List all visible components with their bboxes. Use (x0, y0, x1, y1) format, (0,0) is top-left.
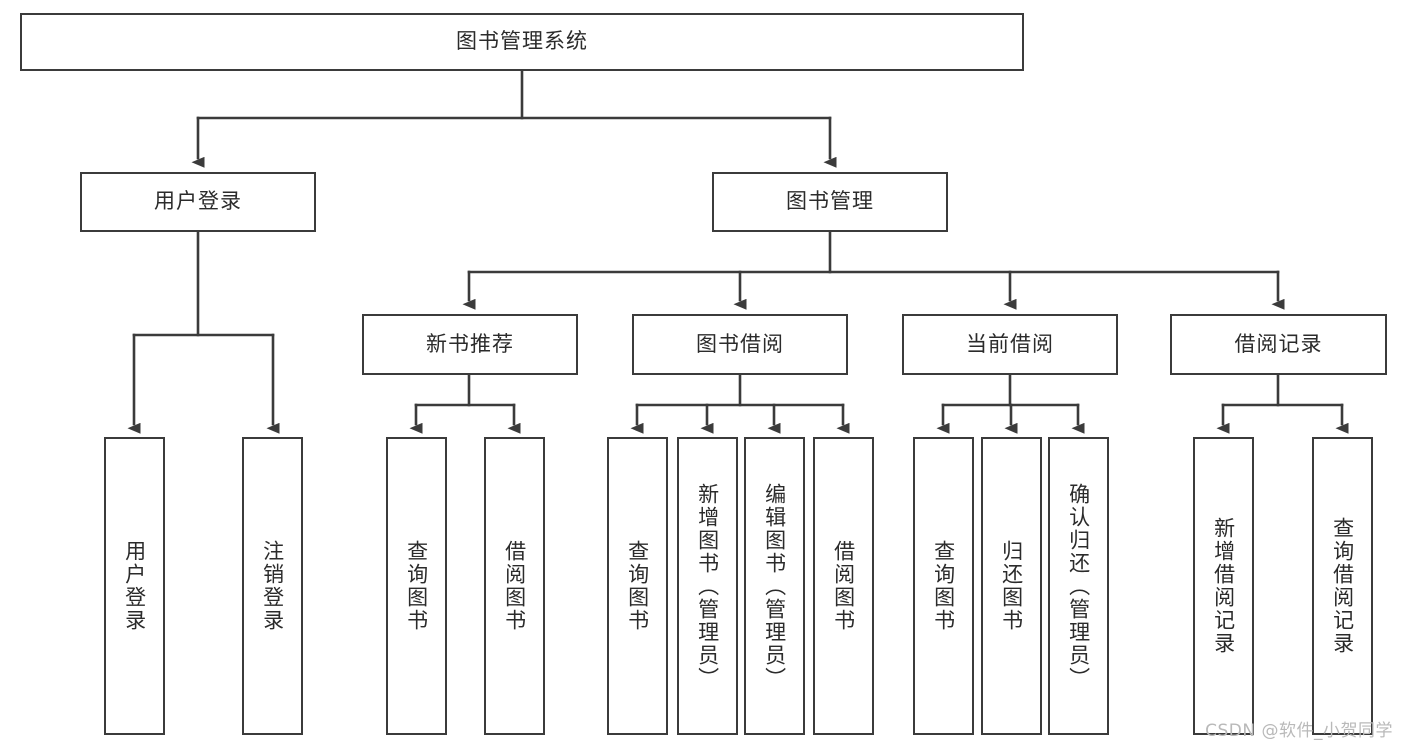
node-leaf-query-borrow-record[interactable]: 查询借阅记录 (1312, 437, 1373, 735)
node-borrow-record[interactable]: 借阅记录 (1170, 314, 1387, 375)
csdn-watermark: CSDN @软件_小贺同学 (1205, 721, 1393, 741)
node-user-login[interactable]: 用户登录 (80, 172, 316, 232)
node-leaf-query-book-borrow-label: 查询图书 (625, 540, 650, 632)
node-leaf-query-book-new-label: 查询图书 (404, 540, 429, 632)
node-root-label: 图书管理系统 (456, 29, 588, 54)
node-current-borrow-label: 当前借阅 (966, 331, 1054, 356)
node-leaf-borrow-book-new-label: 借阅图书 (502, 540, 527, 632)
node-book-borrow[interactable]: 图书借阅 (632, 314, 848, 375)
node-leaf-confirm-return-admin[interactable]: 确认归还（管理员） (1048, 437, 1109, 735)
node-leaf-query-book-borrow[interactable]: 查询图书 (607, 437, 668, 735)
node-root[interactable]: 图书管理系统 (20, 13, 1024, 71)
node-leaf-add-book-admin[interactable]: 新增图书（管理员） (677, 437, 738, 735)
node-new-book-recommend-label: 新书推荐 (426, 331, 514, 356)
node-leaf-add-book-admin-label: 新增图书（管理员） (695, 482, 720, 690)
node-leaf-user-login[interactable]: 用户登录 (104, 437, 165, 735)
node-leaf-query-borrow-record-label: 查询借阅记录 (1330, 517, 1355, 655)
node-leaf-query-book-new[interactable]: 查询图书 (386, 437, 447, 735)
node-leaf-return-book-label: 归还图书 (999, 540, 1024, 632)
node-leaf-add-borrow-record-label: 新增借阅记录 (1211, 517, 1236, 655)
node-book-borrow-label: 图书借阅 (696, 331, 784, 356)
node-leaf-query-book-current[interactable]: 查询图书 (913, 437, 974, 735)
node-leaf-borrow-book-new[interactable]: 借阅图书 (484, 437, 545, 735)
node-leaf-edit-book-admin[interactable]: 编辑图书（管理员） (744, 437, 805, 735)
node-book-manage-label: 图书管理 (786, 189, 874, 214)
node-leaf-return-book[interactable]: 归还图书 (981, 437, 1042, 735)
node-leaf-edit-book-admin-label: 编辑图书（管理员） (762, 482, 787, 690)
node-borrow-record-label: 借阅记录 (1234, 331, 1323, 356)
node-leaf-borrow-book[interactable]: 借阅图书 (813, 437, 874, 735)
node-user-login-label: 用户登录 (154, 189, 242, 214)
node-current-borrow[interactable]: 当前借阅 (902, 314, 1118, 375)
node-leaf-user-logout[interactable]: 注销登录 (242, 437, 303, 735)
node-leaf-user-logout-label: 注销登录 (260, 540, 285, 632)
node-leaf-add-borrow-record[interactable]: 新增借阅记录 (1193, 437, 1254, 735)
node-book-manage[interactable]: 图书管理 (712, 172, 948, 232)
node-leaf-confirm-return-admin-label: 确认归还（管理员） (1066, 482, 1091, 690)
node-new-book-recommend[interactable]: 新书推荐 (362, 314, 578, 375)
node-leaf-borrow-book-label: 借阅图书 (831, 540, 856, 632)
node-leaf-query-book-current-label: 查询图书 (931, 540, 956, 632)
node-leaf-user-login-label: 用户登录 (122, 540, 147, 632)
